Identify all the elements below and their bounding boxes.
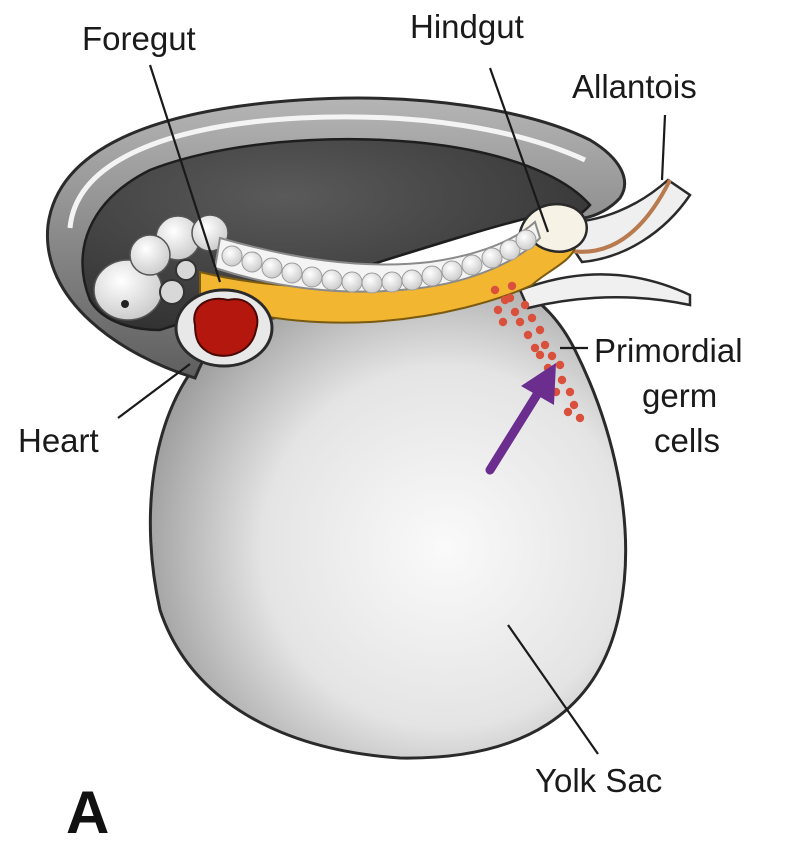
pharyngeal-pouch <box>176 260 196 280</box>
label-heart: Heart <box>18 422 99 459</box>
germ-cell <box>499 318 507 326</box>
germ-cell <box>531 344 539 352</box>
germ-cell <box>528 314 536 322</box>
germ-cell <box>524 331 532 339</box>
head-lobe <box>130 235 170 275</box>
germ-cell <box>548 352 556 360</box>
eye <box>121 300 129 308</box>
somite <box>282 263 302 283</box>
somite <box>242 252 262 272</box>
heart <box>194 299 257 356</box>
germ-cell <box>558 376 566 384</box>
somite <box>442 261 462 281</box>
germ-cell <box>536 351 544 359</box>
germ-cell <box>570 401 578 409</box>
somite <box>262 258 282 278</box>
somite <box>422 266 442 286</box>
panel-letter: A <box>66 779 109 846</box>
germ-cell <box>508 282 516 290</box>
somite <box>302 267 322 287</box>
label-hindgut: Hindgut <box>410 8 524 45</box>
somite <box>482 248 502 268</box>
pharyngeal-pouch <box>160 280 184 304</box>
germ-cell <box>491 286 499 294</box>
germ-cell <box>536 326 544 334</box>
germ-cell <box>541 341 549 349</box>
germ-cell <box>564 408 572 416</box>
label-yolk-sac: Yolk Sac <box>535 762 662 799</box>
germ-cell <box>576 414 584 422</box>
germ-cell <box>566 388 574 396</box>
somite <box>462 255 482 275</box>
leader-allantois <box>662 115 665 180</box>
somite <box>402 270 422 290</box>
label-primordial: Primordial <box>594 332 743 369</box>
somite <box>342 272 362 292</box>
germ-cell <box>494 306 502 314</box>
somite <box>322 270 342 290</box>
somite <box>362 273 382 293</box>
connecting-stalk <box>520 274 690 308</box>
somite <box>382 272 402 292</box>
germ-cell <box>521 301 529 309</box>
germ-cell <box>516 318 524 326</box>
somite <box>222 246 242 266</box>
label-germ: germ <box>642 377 717 414</box>
somite <box>516 230 536 250</box>
germ-cell <box>506 294 514 302</box>
germ-cell <box>556 361 564 369</box>
germ-cell <box>511 308 519 316</box>
label-foregut: Foregut <box>82 20 196 57</box>
label-allantois: Allantois <box>572 68 697 105</box>
label-cells: cells <box>654 422 720 459</box>
